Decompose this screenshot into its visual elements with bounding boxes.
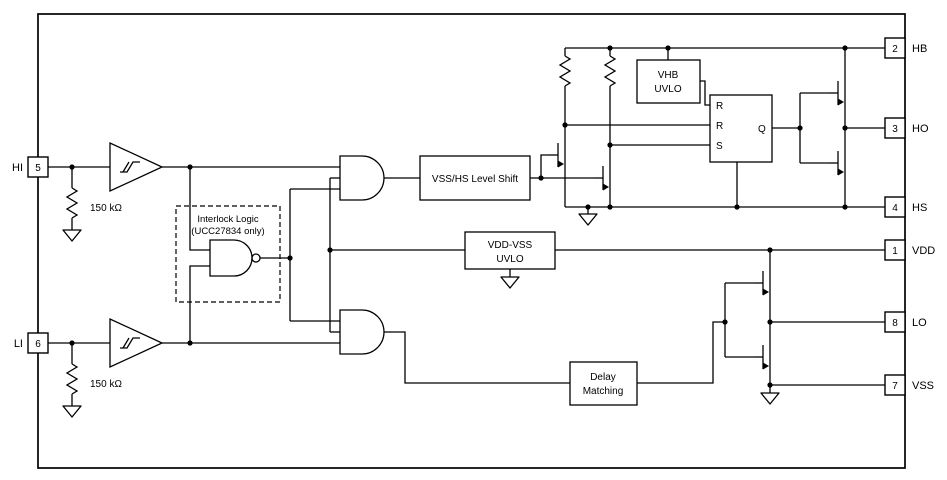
hysteresis-icon [120,337,140,349]
pin-vss-number: 7 [892,381,898,392]
rs-latch-block: R R S Q [709,94,773,163]
vhb-uvlo-line2: UVLO [654,84,681,95]
and-gate-low-side [339,309,385,355]
ho-highside-mosfet [828,77,846,109]
pin-hi-box [27,156,49,178]
ground-icon [578,213,598,226]
pin-ho-box [884,117,906,139]
pin-vss-label: VSS [912,380,934,392]
latch-s-label: S [716,141,723,152]
pin-hb-number: 2 [892,44,898,55]
delay-line1: Delay [590,372,616,383]
resistor-hi-label: 150 kΩ [90,203,122,214]
pin-ho-label: HO [912,123,929,135]
pin-hb: 2 HB [884,37,927,59]
wires-logic-section [260,177,570,384]
latch-r2-label: R [716,121,723,132]
levelshift-mosfet-2 [593,162,611,194]
level-shift-label: VSS/HS Level Shift [432,174,518,185]
ground-icon [62,229,82,242]
pin-vdd: 1 VDD [884,239,935,261]
lo-highside-mosfet [753,267,771,299]
interlock-logic-box: Interlock Logic (UCC27834 only) [175,205,281,303]
schmitt-buffer-hi [109,141,164,193]
nand-gate [209,239,261,277]
pin-hs: 4 HS [884,196,927,218]
pin-vss: 7 VSS [884,374,934,396]
pin-hs-box [884,196,906,218]
interlock-label-line1: Interlock Logic [197,214,259,225]
vdd-uvlo-line1: VDD-VSS [488,240,533,251]
pin-li: LI 6 [14,332,49,354]
pulldown-resistor-hi: 150 kΩ [62,187,122,242]
pin-li-box [27,332,49,354]
ground-icon [500,276,520,289]
latch-q-label: Q [758,124,766,135]
pin-ho: 3 HO [884,117,929,139]
pin-hb-label: HB [912,43,927,55]
delay-line2: Matching [583,386,624,397]
pin-li-label: LI [14,338,23,350]
pin-hb-box [884,37,906,59]
pin-vdd-number: 1 [892,246,898,257]
pin-ho-number: 3 [892,124,898,135]
pin-hi-number: 5 [35,163,41,174]
wires-high-side-section [565,47,885,208]
pin-vdd-label: VDD [912,245,935,257]
ground-icon [62,405,82,418]
pin-lo-box [884,311,906,333]
wires-level-shift-section [530,48,710,214]
pin-lo-number: 8 [892,318,898,329]
vhb-uvlo-block: VHB UVLO [636,59,701,104]
vdd-uvlo-block: VDD-VSS UVLO [464,231,556,289]
resistor-li-label: 150 kΩ [90,379,122,390]
and-gate-high-side [339,155,385,201]
pin-lo-label: LO [912,317,927,329]
wires-low-side-section [509,249,885,393]
level-shift-block: VSS/HS Level Shift [419,155,531,201]
ground-icon [760,392,780,405]
pin-hs-number: 4 [892,203,898,214]
ho-lowside-mosfet [828,147,846,179]
vhb-uvlo-line1: VHB [658,70,679,81]
vdd-uvlo-line2: UVLO [496,254,523,265]
delay-matching-block: Delay Matching [569,361,638,406]
levelshift-pullup-resistor-2 [604,55,616,87]
pin-vdd-box [884,239,906,261]
interlock-label-line2: (UCC27834 only) [191,226,264,237]
hysteresis-icon [120,161,140,173]
pin-hi-label: HI [12,162,23,174]
levelshift-mosfet-1 [548,139,566,171]
latch-r1-label: R [716,101,723,112]
junction-dots [69,45,848,388]
pulldown-resistor-li: 150 kΩ [62,363,122,418]
schmitt-buffer-li [109,317,164,369]
pin-hs-label: HS [912,202,927,214]
pin-li-number: 6 [35,339,41,350]
pin-hi: HI 5 [12,156,49,178]
pin-vss-box [884,374,906,396]
lo-lowside-mosfet [753,341,771,373]
pin-lo: 8 LO [884,311,927,333]
inverter-bubble-icon [251,253,261,263]
levelshift-pullup-resistor-1 [559,55,571,87]
